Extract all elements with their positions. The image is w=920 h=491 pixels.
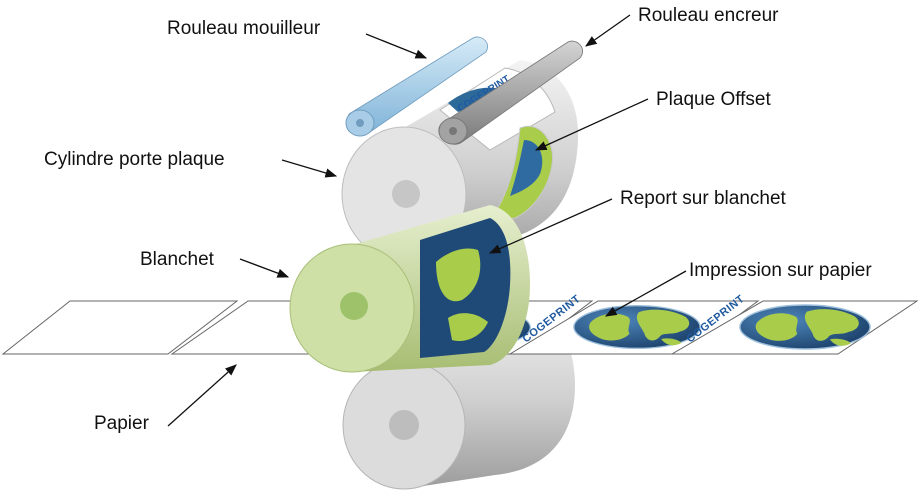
blanket-cylinder bbox=[289, 205, 530, 373]
inking-roller bbox=[438, 40, 584, 145]
label-cylindre-porte-plaque: Cylindre porte plaque bbox=[44, 149, 225, 170]
labels: Rouleau mouilleur Rouleau encreur Plaque… bbox=[44, 5, 872, 434]
arrow-plaque-offset bbox=[534, 98, 649, 151]
arrow-report-sur-blanchet bbox=[488, 198, 613, 254]
label-impression-sur-papier: Impression sur papier bbox=[689, 260, 872, 281]
arrow-rouleau-mouilleur bbox=[365, 33, 428, 59]
earth-globe-icon bbox=[739, 304, 871, 350]
arrow-impression-sur-papier bbox=[604, 270, 687, 317]
label-report-sur-blanchet: Report sur blanchet bbox=[620, 188, 787, 209]
paper-sheet-blank-1 bbox=[1, 300, 239, 355]
label-rouleau-encreur: Rouleau encreur bbox=[638, 5, 779, 26]
label-rouleau-mouilleur: Rouleau mouilleur bbox=[167, 18, 321, 39]
arrow-rouleau-encreur bbox=[585, 14, 631, 47]
dampening-roller bbox=[345, 36, 488, 137]
arrow-blanchet bbox=[239, 258, 290, 278]
label-blanchet: Blanchet bbox=[140, 249, 215, 270]
arrow-papier bbox=[167, 364, 237, 427]
earth-globe-icon bbox=[573, 304, 701, 350]
leader-arrows bbox=[167, 14, 687, 427]
arrow-cylindre-porte-plaque bbox=[281, 159, 338, 178]
label-papier: Papier bbox=[94, 413, 150, 434]
label-plaque-offset: Plaque Offset bbox=[656, 89, 772, 110]
